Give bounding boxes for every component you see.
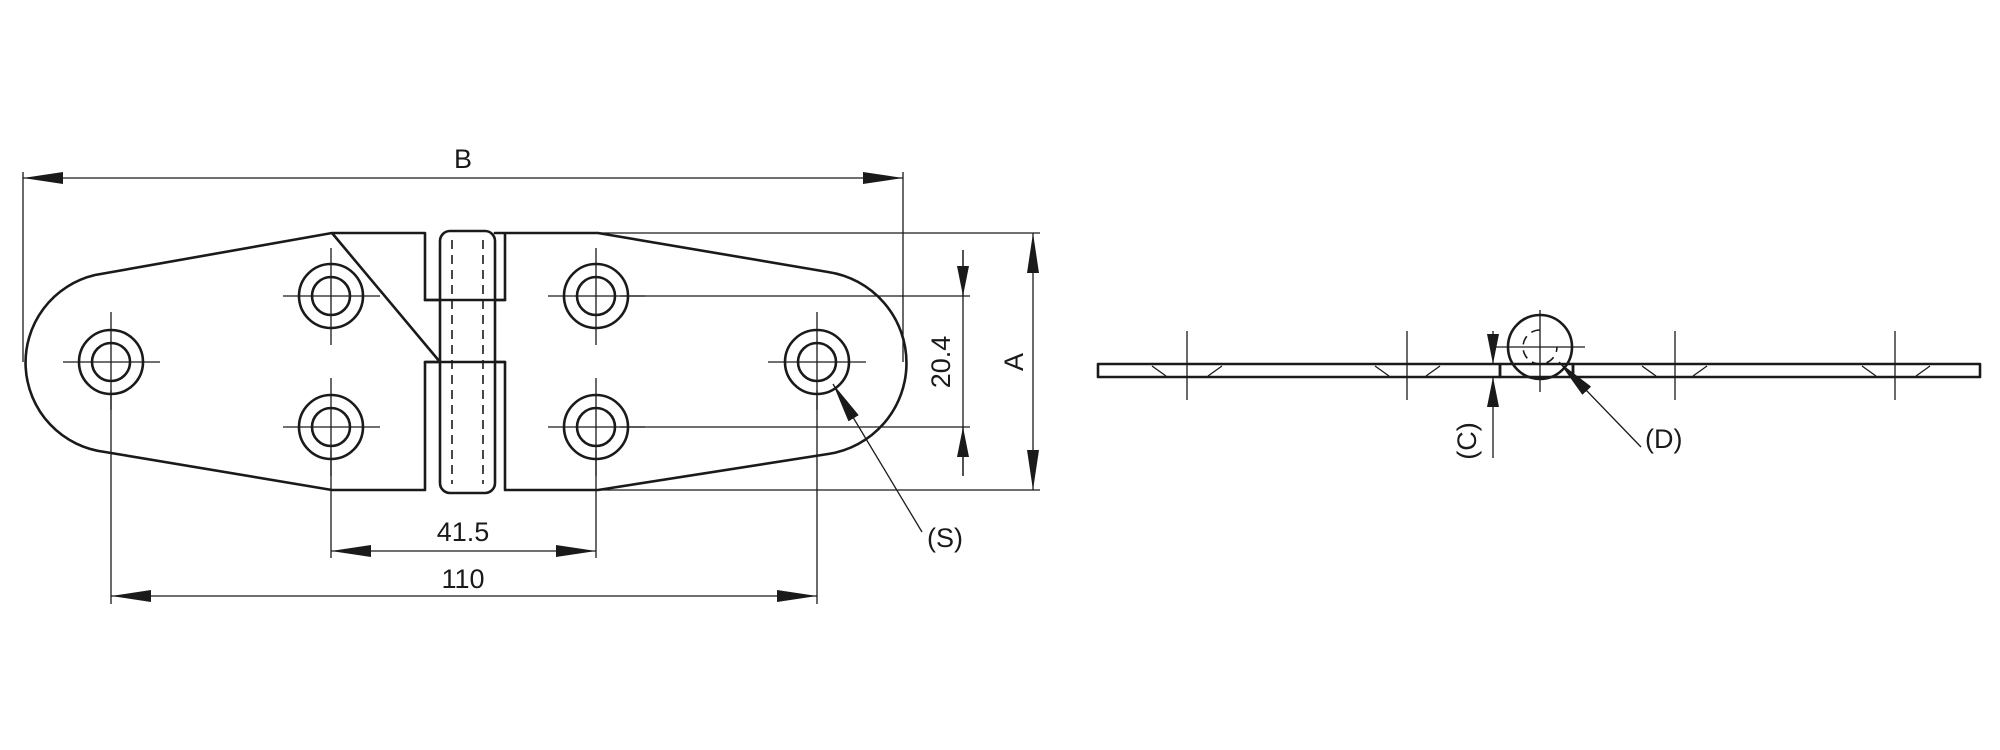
dimension-thickness-label: (C)	[1452, 422, 1482, 459]
dimension-hole-span: 110	[111, 564, 817, 602]
side-hole-centerlines	[1186, 331, 1896, 400]
dimension-a: A	[999, 233, 1039, 490]
leader-screw-hole-label: (S)	[927, 523, 963, 553]
dimension-hole-spacing-vertical-label: 20.4	[926, 336, 956, 389]
leader-screw-hole: (S)	[832, 383, 963, 553]
dimension-a-label: A	[999, 353, 1029, 371]
dimension-b-label: B	[454, 144, 472, 174]
dimension-thickness: (C)	[1452, 331, 1499, 460]
dimension-hole-spacing-horizontal-label: 41.5	[437, 517, 490, 547]
hinge-knuckle	[423, 229, 507, 495]
side-view: (D) (C)	[1096, 310, 1982, 460]
dimension-hole-spacing-vertical: 20.4	[926, 250, 969, 476]
screw-hole	[283, 248, 380, 345]
dimension-hole-span-label: 110	[441, 564, 484, 594]
extension-lines	[22, 172, 1040, 604]
right-leaf-side	[1571, 362, 1982, 379]
countersink-marks	[1151, 365, 1931, 377]
screw-hole	[768, 312, 866, 410]
leader-pin-diameter: (D)	[1558, 361, 1682, 454]
dimension-hole-spacing-horizontal: 41.5	[331, 517, 596, 557]
front-view: B A 20.4 41.5 110 (S)	[22, 144, 1040, 604]
leader-pin-diameter-label: (D)	[1645, 424, 1682, 454]
dimension-b: B	[23, 144, 903, 184]
hinge-pin-side	[1495, 310, 1585, 392]
